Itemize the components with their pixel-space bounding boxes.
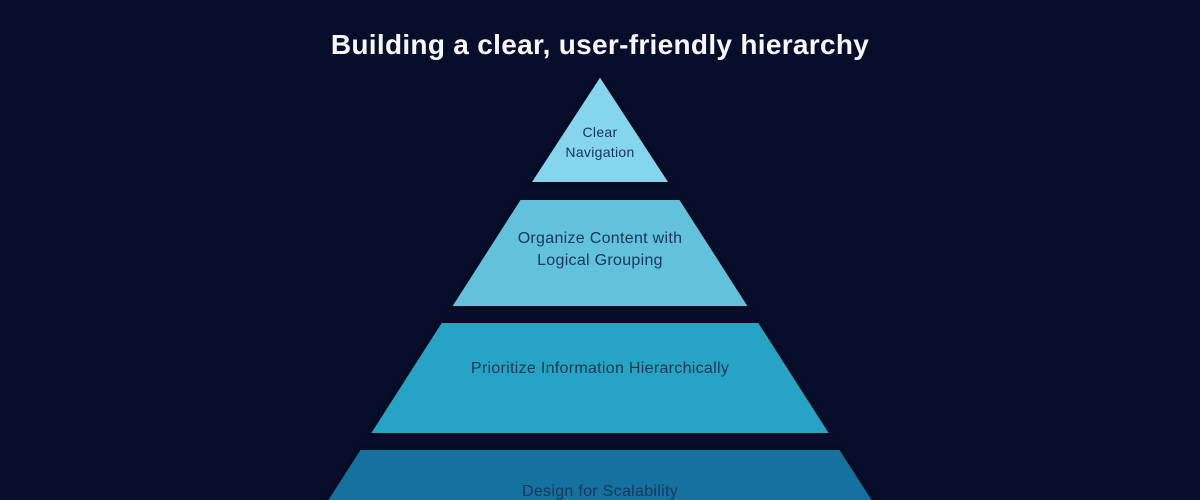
pyramid-level-3-label: Prioritize Information Hierarchically (400, 359, 800, 380)
pyramid-level-2-shape (447, 196, 753, 310)
level-1-label-line-1: Clear (582, 124, 618, 140)
pyramid-level-4-shape (323, 446, 877, 500)
level-2-label-line-2: Logical Grouping (537, 252, 663, 270)
level-2-label-line-1: Organize Content with (517, 230, 683, 247)
pyramid-level-4-label: Design for Scalability (450, 482, 750, 500)
pyramid-level-2-label: Organize Content with Logical Grouping (505, 228, 695, 272)
level-1-label-line-2: Navigation (565, 143, 635, 160)
pyramid-level-1-shape (526, 72, 674, 186)
pyramid-level-3-shape (365, 319, 835, 437)
level-3-label-line-1: Prioritize Information Hierarchically (470, 360, 730, 377)
level-4-label-line-1: Design for Scalability (522, 483, 678, 500)
page-title: Building a clear, user-friendly hierarch… (330, 29, 870, 60)
pyramid-level-1-label: Clear Navigation (555, 123, 645, 162)
